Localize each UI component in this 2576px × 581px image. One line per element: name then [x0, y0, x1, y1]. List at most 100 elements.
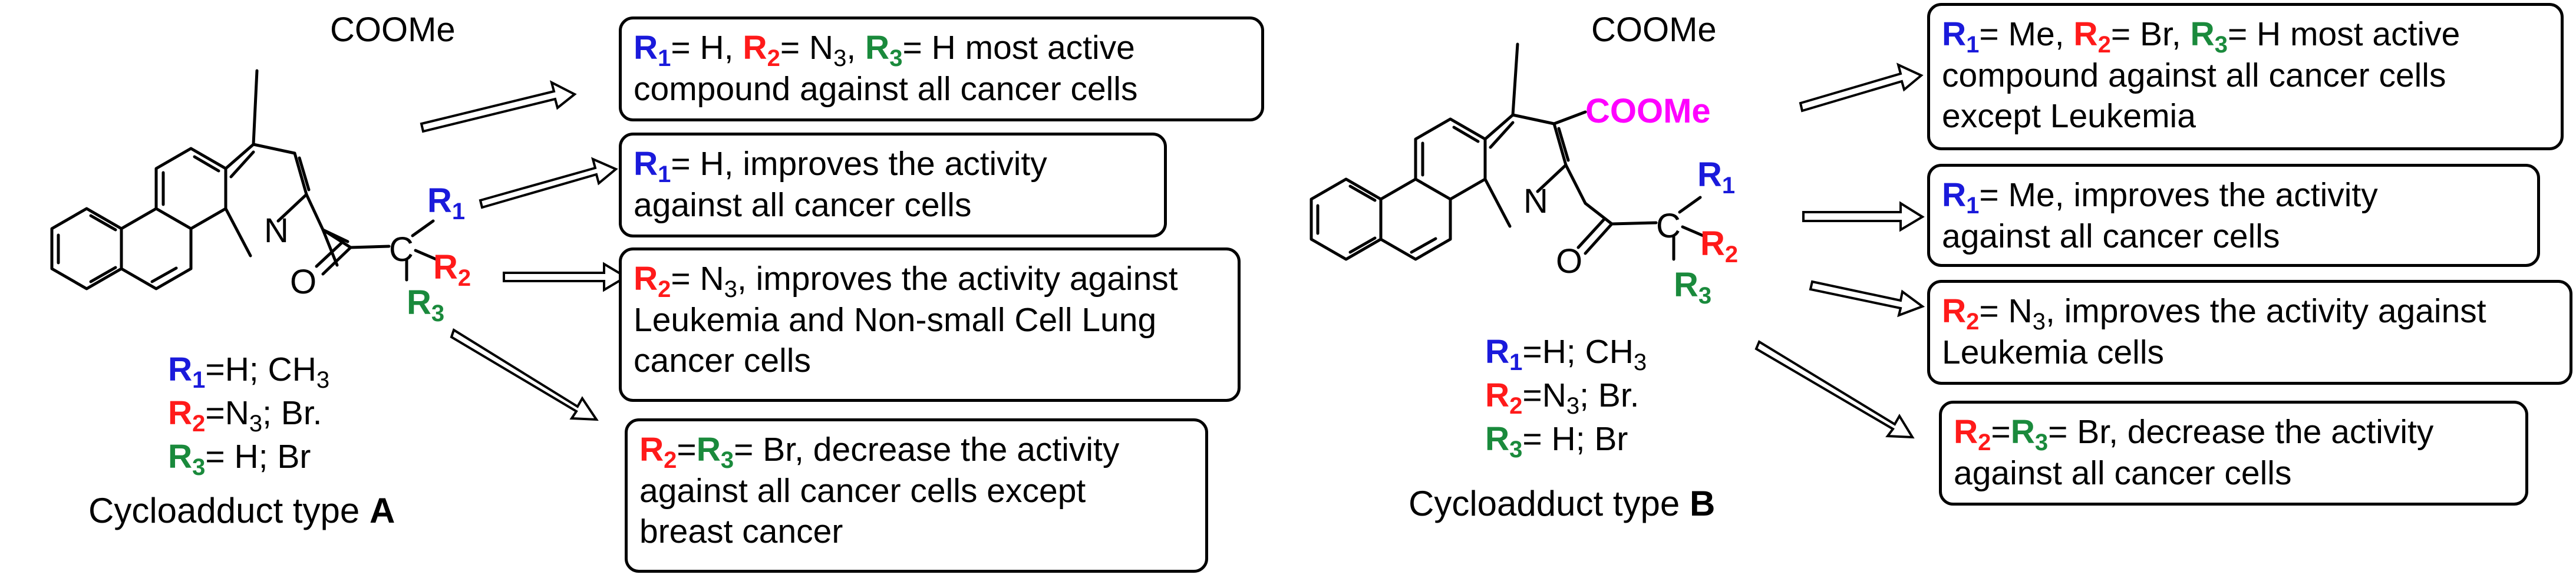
box-line: compound against all cancer cells	[1942, 56, 2446, 94]
box-text: = Me, improves the activity	[1979, 176, 2378, 214]
legend-tail-sub: 3	[1566, 393, 1580, 420]
equals: =	[677, 431, 697, 468]
legend-text: =N	[1522, 377, 1566, 415]
legend-tail-sub: 3	[1633, 349, 1647, 375]
r-sub: 2	[658, 276, 671, 302]
box-line: R1= Me, R2= Br, R3= H most active	[1942, 14, 2549, 58]
r-label: R	[1954, 413, 1978, 451]
box-text-end: , improves the activity against	[2045, 292, 2486, 330]
r-value: = H,	[671, 29, 734, 67]
box-line: R1= Me, improves the activity	[1942, 175, 2525, 219]
r-label: R	[1942, 292, 1967, 330]
r1-sub: 1	[451, 199, 466, 225]
box-line: against all cancer cells	[634, 186, 972, 224]
legend-r-sub: 1	[192, 367, 206, 393]
r-value-end: ,	[846, 29, 856, 67]
legend-r: R	[1485, 333, 1510, 371]
box-text: = N	[671, 260, 724, 298]
r-sub: 1	[658, 45, 671, 71]
sar-box-b4: R2=R3= Br, decrease the activity against…	[1939, 401, 2528, 506]
r-value: = H most active	[2227, 15, 2460, 53]
ester-top-b: COOMe	[1591, 11, 1717, 49]
legend-row: R1=H; CH3	[168, 348, 329, 393]
caption-letter: A	[369, 491, 395, 530]
box-line: Leukemia cells	[1942, 333, 2165, 371]
r2-letter: R	[433, 248, 458, 286]
box-line: compound against all cancer cells	[634, 70, 1138, 108]
nitrogen-a: N	[264, 212, 289, 250]
box-line: R2=R3= Br, decrease the activity	[639, 430, 1193, 473]
r-label: R	[865, 29, 890, 67]
r-label: R	[2010, 413, 2035, 451]
caption-letter: B	[1689, 484, 1716, 523]
r-sub: 1	[658, 161, 671, 187]
r2-label-a: R2	[433, 248, 471, 290]
legend-r-sub: 3	[192, 454, 206, 481]
legend-text: =N	[205, 394, 249, 433]
r3-sub: 3	[431, 301, 445, 326]
r-value: = N	[780, 29, 834, 67]
r-value: = Me,	[1979, 15, 2064, 53]
oxygen-a: O	[290, 263, 317, 301]
box-line: breast cancer	[639, 513, 843, 551]
r2-label-b: R2	[1700, 227, 1738, 267]
legend-tail: ; Br.	[1579, 377, 1640, 415]
legend-r: R	[168, 394, 193, 433]
sar-box-b3: R2= N3, improves the activity against Le…	[1927, 280, 2572, 385]
r1-label-a: R1	[427, 184, 465, 224]
r-label: R	[2073, 15, 2098, 53]
r1-letter: R	[1697, 156, 1722, 194]
legend-row: R2=N3; Br.	[168, 391, 329, 437]
carbon-a: C	[389, 230, 414, 269]
box-line: R2=R3= Br, decrease the activity	[1954, 412, 2514, 455]
r-sub: 2	[664, 447, 677, 473]
r3-letter: R	[1674, 266, 1698, 304]
r-label: R	[1942, 15, 1967, 53]
r3-label-b: R3	[1674, 266, 1711, 308]
r-label: R	[634, 29, 658, 67]
legend-row: R3= H; Br	[1485, 417, 1647, 463]
box-line: against all cancer cells except	[639, 471, 1086, 510]
r-sub: 2	[1966, 309, 1980, 335]
legend-row: R3= H; Br	[168, 435, 329, 481]
nitrogen-b: N	[1523, 182, 1548, 220]
r-label: R	[639, 431, 664, 468]
legend-row: R1=H; CH3	[1485, 330, 1647, 375]
box-line: R2= N3, improves the activity against	[634, 259, 1226, 302]
legend-r-sub: 1	[1509, 349, 1523, 375]
r-sub: 3	[2034, 430, 2049, 455]
legend-text: = H; Br	[205, 438, 311, 476]
legend-r-sub: 2	[1509, 393, 1523, 420]
legend-r-sub: 3	[1509, 437, 1523, 463]
caption-a: Cycloadduct type A	[88, 490, 395, 531]
box-text-sub: 3	[724, 276, 737, 302]
box-line: R1= H, improves the activity	[634, 144, 1152, 187]
r2-sub: 2	[457, 265, 471, 291]
legend-text: = H; Br	[1522, 420, 1628, 458]
sar-box-b2: R1= Me, improves the activity against al…	[1927, 164, 2540, 267]
r2-sub: 2	[1724, 242, 1739, 268]
box-text: = N	[1979, 292, 2033, 330]
r-sub: 2	[1978, 430, 1991, 455]
r-sub: 2	[2097, 32, 2111, 58]
box-line: except Leukemia	[1942, 97, 2196, 136]
equals: =	[1991, 413, 2011, 451]
r-value: = H most active	[902, 29, 1135, 67]
r-sub: 1	[1966, 193, 1980, 219]
r3-sub: 3	[1698, 283, 1712, 309]
legend-tail: ; Br.	[262, 394, 322, 433]
r-sub: 3	[889, 45, 903, 71]
r-label: R	[743, 29, 767, 67]
r-label: R	[1942, 176, 1967, 214]
sar-box-a4: R2=R3= Br, decrease the activity against…	[625, 418, 1208, 573]
legend-r-sub: 2	[192, 411, 206, 437]
oxygen-b: O	[1556, 242, 1583, 280]
box-text: = H, improves the activity	[671, 145, 1047, 183]
sar-box-a3: R2= N3, improves the activity against Le…	[619, 247, 1241, 402]
legend-row: R2=N3; Br.	[1485, 374, 1647, 420]
legend-r: R	[168, 438, 193, 476]
r1-label-b: R1	[1697, 156, 1735, 198]
